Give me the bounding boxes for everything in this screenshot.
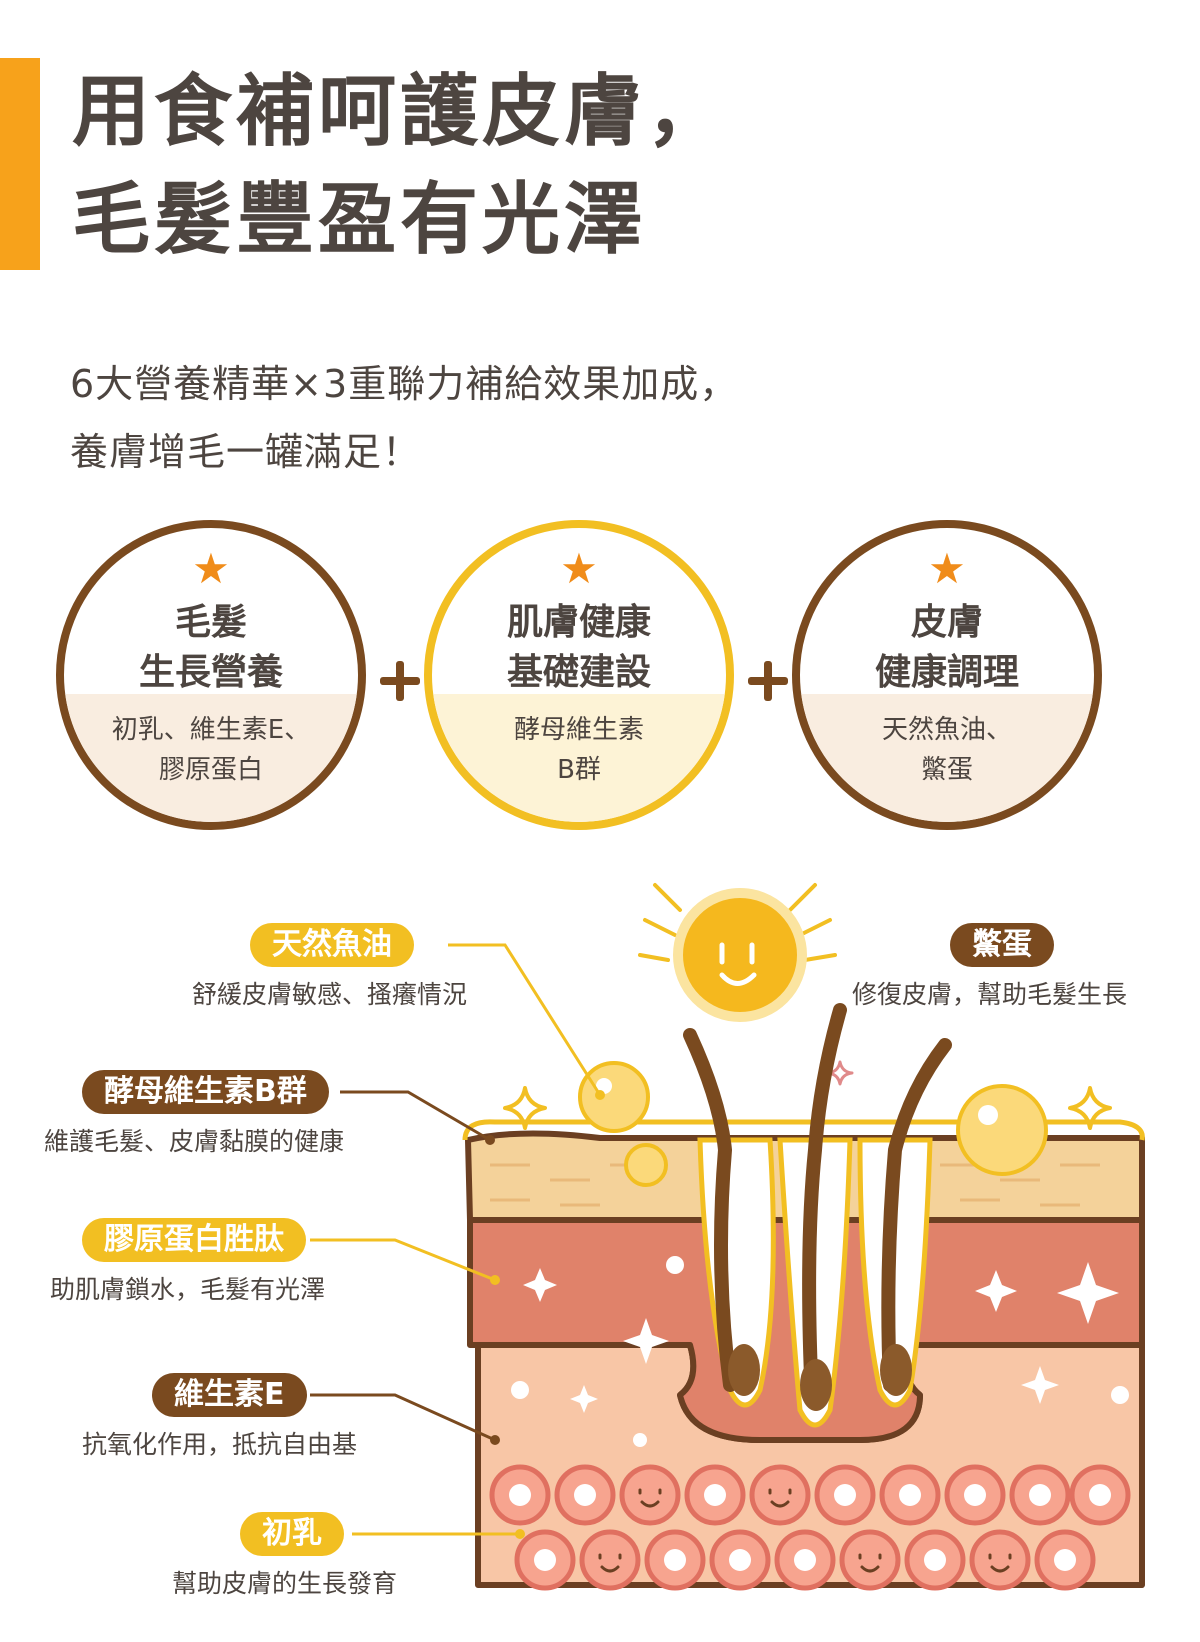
sparkle-icon [511,1256,1129,1447]
skin-care-circle: ★ 皮膚 健康調理 天然魚油、 鱉蛋 [792,520,1102,830]
circle-ingredients-line-1: 天然魚油、 [881,715,1012,745]
circle-title-line-1: 毛髮 [174,602,247,643]
sun-icon [638,883,837,1022]
circle-ingredients-line-1: 酵母維生素 [513,715,644,745]
desc-collagen-peptide: 助肌膚鎖水，毛髮有光澤 [50,1275,326,1304]
circle-title: 肌膚健康 基礎建設 [432,598,726,698]
desc-fish-oil: 舒緩皮膚敏感、搔癢情況 [192,980,468,1009]
skin-foundation-circle: ★ 肌膚健康 基礎建設 酵母維生素 B群 [424,520,734,830]
desc-vitamin-e: 抗氧化作用，抵抗自由基 [82,1430,358,1459]
label-yeast-vitamin-b: 酵母維生素B群 [82,1070,329,1114]
circle-title-line-2: 基礎建設 [506,652,651,693]
label-collagen-peptide: 膠原蛋白胜肽 [82,1218,306,1262]
leader-lines [310,943,605,1539]
headline-line-1: 用食補呵護皮膚， [72,67,729,157]
circle-bottom-band [432,694,726,822]
skin-surface-line [462,1119,1145,1141]
label-fish-oil: 天然魚油 [250,923,414,967]
circle-ingredients: 初乳、維生素E、 膠原蛋白 [64,710,358,790]
circle-ingredients-line-2: B群 [557,755,601,785]
circle-title-line-2: 生長營養 [138,652,283,693]
cell-face-icon [598,1488,1012,1573]
circle-ingredients-line-2: 鱉蛋 [920,755,973,785]
skin-cell-nucleus [509,1484,1111,1571]
star-icon: ★ [560,544,598,593]
desc-colostrum: 幫助皮膚的生長發育 [172,1569,398,1598]
circle-bottom-band [800,694,1094,822]
star-icon: ★ [192,544,230,593]
accent-bar [0,58,40,270]
circle-ingredients: 酵母維生素 B群 [432,710,726,790]
circle-title-line-1: 肌膚健康 [506,602,651,643]
circle-title-line-1: 皮膚 [910,602,983,643]
circle-ingredients-line-2: 膠原蛋白 [158,755,263,785]
plus-icon [748,661,788,701]
circle-ingredients-line-1: 初乳、維生素E、 [111,715,311,745]
label-turtle-egg: 鱉蛋 [950,923,1054,967]
subtitle: 6大營養精華×3重聯力補給效果加成， 養膚增毛一罐滿足！ [70,350,738,486]
subtitle-line-1: 6大營養精華×3重聯力補給效果加成， [70,362,739,406]
star-icon: ★ [928,544,966,593]
headline-line-2: 毛髮豐盈有光澤 [72,175,647,265]
desc-yeast-vitamin-b: 維護毛髮、皮膚黏膜的健康 [44,1127,345,1156]
desc-turtle-egg: 修復皮膚，幫助毛髮生長 [852,980,1128,1009]
circle-title-line-2: 健康調理 [874,652,1019,693]
label-colostrum: 初乳 [240,1512,344,1556]
circle-title: 皮膚 健康調理 [800,598,1094,698]
circle-bottom-band [64,694,358,822]
circle-ingredients: 天然魚油、 鱉蛋 [800,710,1094,790]
oil-bubble [578,1061,1048,1187]
label-vitamin-e: 維生素E [152,1373,307,1417]
plus-icon [380,661,420,701]
hair-nutrition-circle: ★ 毛髮 生長營養 初乳、維生素E、 膠原蛋白 [56,520,366,830]
subtitle-line-2: 養膚增毛一罐滿足！ [70,430,422,474]
circle-title: 毛髮 生長營養 [64,598,358,698]
page-title: 用食補呵護皮膚， 毛髮豐盈有光澤 [72,58,728,274]
hair-follicle [683,1003,952,1428]
sparkle-icon [503,1060,1112,1130]
